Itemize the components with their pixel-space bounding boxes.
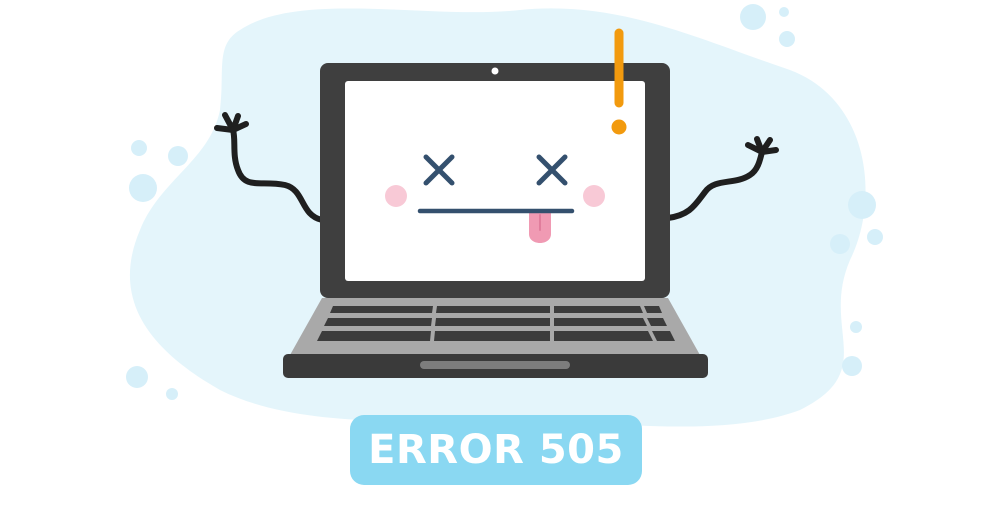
bubble (850, 321, 862, 333)
cheek-right (583, 185, 605, 207)
cheek-left (385, 185, 407, 207)
error-badge: ERROR 505 (350, 415, 642, 485)
laptop-base-groove (420, 361, 570, 369)
bubble (168, 146, 188, 166)
bubble (166, 388, 178, 400)
bubble (126, 366, 148, 388)
x-eye-right-icon (536, 154, 568, 186)
laptop-screen (345, 81, 645, 281)
exclamation-icon (611, 28, 627, 135)
left-arm (214, 112, 325, 223)
bubble (779, 31, 795, 47)
keyboard-keys (317, 306, 675, 341)
bubble (830, 234, 850, 254)
webcam (491, 67, 499, 75)
error-code-label: ERROR 505 (368, 427, 624, 473)
bubble (779, 7, 789, 17)
bubble (848, 191, 876, 219)
bubble (740, 4, 766, 30)
bubble (842, 356, 862, 376)
x-eye-left-icon (423, 154, 455, 186)
right-arm (665, 136, 779, 221)
decorative-bubbles (126, 4, 883, 400)
bubble (867, 229, 883, 245)
bubble (129, 174, 157, 202)
bubble (131, 140, 147, 156)
